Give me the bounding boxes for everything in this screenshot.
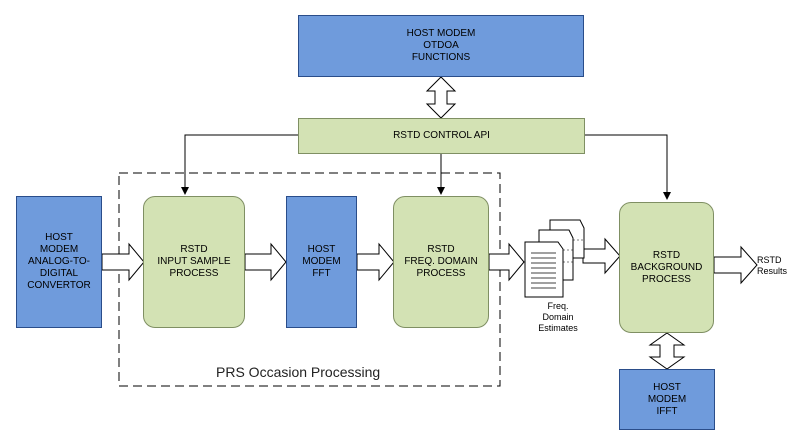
rstd-freq-domain-process-box: RSTD FREQ. DOMAIN PROCESS [393,196,489,328]
prs-occasion-processing-label: PRS Occasion Processing [216,364,381,380]
rstd-input-sample-process-box: RSTD INPUT SAMPLE PROCESS [143,196,245,328]
rstd-results-label: RSTD Results [757,255,788,276]
control-to-input-sample-arrow [181,134,298,195]
estimates-to-background-arrow [582,237,621,275]
host-modem-fft-box: HOST MODEM FFT [286,196,357,328]
otdoa-functions-box: HOST MODEM OTDOA FUNCTIONS [298,15,584,77]
document-stack-icon [524,219,585,298]
control-to-background-arrow [585,134,671,200]
input-to-fft-arrow [244,242,287,282]
freq-domain-estimates-label: Freq. Domain Estimates [538,301,578,333]
background-ifft-double-arrow [648,332,686,370]
fft-to-freq-arrow [356,242,395,282]
freq-to-estimates-arrow [488,242,525,282]
background-to-results-arrow [713,245,758,285]
host-modem-ifft-box: HOST MODEM IFFT [619,369,715,430]
otdoa-control-double-arrow [425,76,457,119]
prs-occasion-region [118,172,501,387]
rstd-background-process-box: RSTD BACKGROUND PROCESS [619,202,714,333]
analog-to-digital-convertor-box: HOST MODEM ANALOG-TO- DIGITAL CONVERTOR [16,196,102,328]
rstd-control-api-box: RSTD CONTROL API [298,118,585,154]
adc-to-input-arrow [101,242,145,282]
